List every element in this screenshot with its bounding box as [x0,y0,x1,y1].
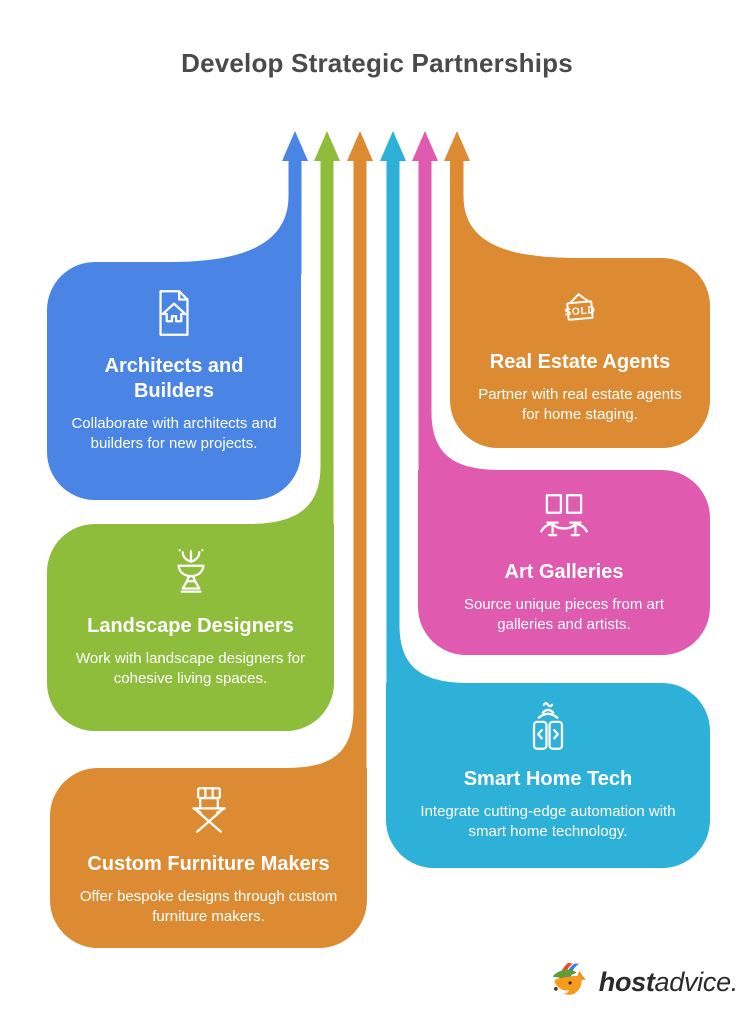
card-description: Partner with real estate agents for home… [478,386,682,424]
card-description: Collaborate with architects and builders… [71,415,277,453]
sold-sign-label: SOLD [564,305,596,319]
gallery-frames-icon [540,494,588,537]
card-landscape-designers: Landscape Designers Work with landscape … [47,524,334,731]
flow-arrow-furniture [285,131,373,780]
card-real-estate-agents: SOLD Real Estate Agents Partner with rea… [450,258,710,448]
card-custom-furniture-makers: Custom Furniture Makers Offer bespoke de… [50,768,367,948]
card-title: Landscape Designers [87,615,294,637]
flow-arrow-architects [170,131,308,274]
card-art-galleries: Art Galleries Source unique pieces from … [418,470,710,655]
card-title: Custom Furniture Makers [87,853,330,875]
page-title: Develop Strategic Partnerships [181,48,573,78]
card-description: Offer bespoke designs through custom fur… [79,888,338,926]
card-title: Smart Home Tech [463,768,633,790]
card-description: Integrate cutting-edge automation with s… [420,803,676,841]
flow-arrow-artgalleries [412,131,502,482]
fountain-icon [176,549,205,593]
smart-home-doors-icon [532,702,564,750]
flow-arrow-landscape [248,131,340,536]
card-title: Real Estate Agents [489,351,671,373]
hostadvice-logo: hostadvice. [548,960,738,1004]
house-document-icon [159,290,189,336]
card-description: Work with landscape designers for cohesi… [76,650,305,688]
logo-text: hostadvice. [598,966,739,998]
logo-text-host: host [598,966,655,997]
sold-sign-icon: SOLD [564,293,596,321]
fox-mascot-icon [552,962,586,995]
card-description: Source unique pieces from art galleries … [463,596,665,634]
card-title: Architects and Builders [104,355,244,402]
card-smart-home-tech: Smart Home Tech Integrate cutting-edge a… [386,683,710,868]
logo-text-advice: advice. [654,966,739,997]
flow-arrow-realestate [444,131,580,272]
flow-arrow-smarthome [380,131,470,695]
card-architects-and-builders: Architects and Builders Collaborate with… [47,262,301,500]
card-title: Art Galleries [504,561,624,583]
directors-chair-icon [191,787,226,833]
